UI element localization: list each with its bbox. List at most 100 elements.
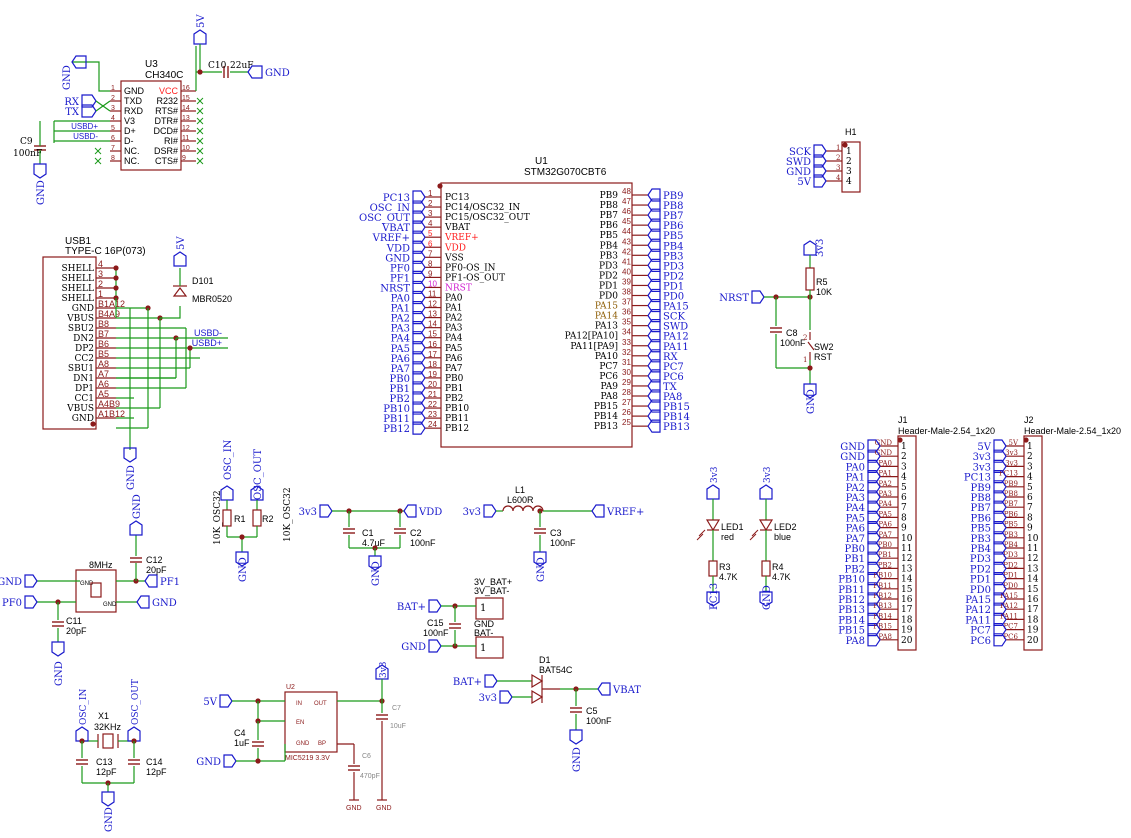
ch340c-body	[120, 80, 182, 171]
net-label: PF0	[390, 263, 410, 274]
pin-number: 4	[1027, 473, 1033, 483]
label: USBD-	[194, 328, 222, 338]
net-port-flag	[403, 504, 417, 518]
led-ray	[751, 529, 759, 537]
pin-name: RXD	[124, 106, 144, 116]
pin-name: DSR#	[154, 146, 178, 156]
pin-name: DCD#	[153, 126, 178, 136]
pin-number: 7	[1027, 503, 1033, 513]
label: 4.7K	[719, 572, 738, 582]
net-label: PB0	[845, 544, 865, 555]
net-label: PC7	[663, 362, 684, 373]
label: 8MHz	[89, 560, 113, 570]
pin-name: PD0	[599, 292, 618, 302]
label: C6	[362, 753, 371, 760]
label: GND	[536, 557, 547, 582]
pin-number: 13	[1027, 564, 1039, 574]
pin-number: 3	[111, 105, 115, 112]
label: SHELL	[61, 294, 94, 304]
pin-name: VBAT	[444, 223, 470, 233]
net-label: VDD	[418, 507, 442, 518]
pin-number: 23	[428, 410, 437, 419]
label: R4	[772, 562, 784, 572]
pin-number: 3	[428, 209, 433, 218]
pin-name: TXD	[124, 96, 143, 106]
net-label: PA5	[846, 513, 865, 524]
pin-number: 33	[622, 338, 631, 347]
label: A4B9	[98, 399, 120, 409]
label: BAT54C	[539, 665, 573, 675]
net-label: 3v3	[299, 507, 317, 518]
pin-number: 9	[182, 155, 186, 162]
net-label: PA11	[663, 342, 689, 353]
junction-dot	[437, 183, 443, 189]
pin-number: 12	[182, 125, 190, 132]
pin-number: 20	[1027, 636, 1039, 646]
label: X1	[98, 711, 109, 721]
label: A1B12	[98, 409, 125, 419]
net-port-flag	[235, 551, 249, 567]
pin-number: PA11	[1000, 612, 1018, 620]
pin-number: 19	[901, 626, 913, 636]
label: EN	[296, 720, 304, 726]
label: GND	[806, 389, 817, 414]
net-label: 3v3	[479, 693, 497, 704]
label: 12pF	[146, 767, 167, 777]
label: H1	[845, 127, 857, 137]
label: SHELL	[61, 284, 94, 294]
u3-value: CH340C	[145, 70, 183, 81]
junction-dot	[113, 265, 119, 271]
pin-number: 35	[622, 318, 631, 327]
net-port-flag	[993, 633, 1007, 647]
no-connect-mark	[196, 117, 204, 125]
label: SHELL	[61, 274, 94, 284]
net-label: PB1	[390, 384, 410, 395]
pin-name: PB15	[594, 402, 618, 412]
label: D1	[539, 655, 551, 665]
pin-name: PA13	[595, 322, 618, 332]
pin-number: PB4	[1004, 541, 1019, 549]
pin-number: PB5	[1004, 521, 1018, 529]
net-port-flag	[71, 55, 87, 69]
label: PC13	[709, 583, 720, 610]
net-port-flag	[24, 595, 38, 609]
pin-number: 5	[1027, 483, 1033, 493]
net-label: PA11	[965, 615, 991, 626]
label: 1	[836, 144, 840, 152]
label: 4	[98, 259, 103, 269]
label: GND	[132, 494, 143, 519]
pin-number: 32	[622, 348, 631, 357]
pin-number: 48	[622, 187, 631, 196]
label: USBD-	[73, 132, 98, 141]
net-label: PA12	[965, 605, 991, 616]
net-port-flag	[483, 504, 497, 518]
label: 12pF	[96, 767, 117, 777]
pin-number: 5	[901, 483, 907, 493]
net-port-flag	[647, 419, 661, 433]
net-label: PF0	[2, 598, 22, 609]
net-port-flag	[247, 65, 263, 79]
pin-number: 16	[901, 595, 913, 605]
led-ray	[698, 529, 706, 537]
pin-number: 17	[1027, 605, 1039, 615]
resistor-body	[761, 560, 771, 577]
pin-name: PB12	[445, 424, 469, 434]
pin-name: PB13	[594, 422, 618, 432]
net-label: 5V	[977, 442, 991, 453]
led-symbol	[705, 519, 721, 532]
j1-body	[897, 435, 917, 651]
net-label: GND	[265, 68, 290, 79]
net-port-flag	[484, 674, 498, 688]
label: DN2	[73, 334, 94, 344]
net-label: PA2	[846, 483, 865, 494]
label: 470pF	[360, 773, 380, 780]
pin-number: PC6	[1003, 633, 1018, 641]
pin-name: NC.	[124, 146, 140, 156]
label: GND	[376, 805, 392, 812]
pin-number: PA7	[878, 531, 892, 539]
label: C4	[234, 728, 246, 738]
net-label: PA15	[663, 302, 689, 313]
pin-name: PC14/OSC32_IN	[445, 203, 520, 213]
label: 2	[846, 157, 852, 167]
switch-lever	[807, 341, 815, 351]
